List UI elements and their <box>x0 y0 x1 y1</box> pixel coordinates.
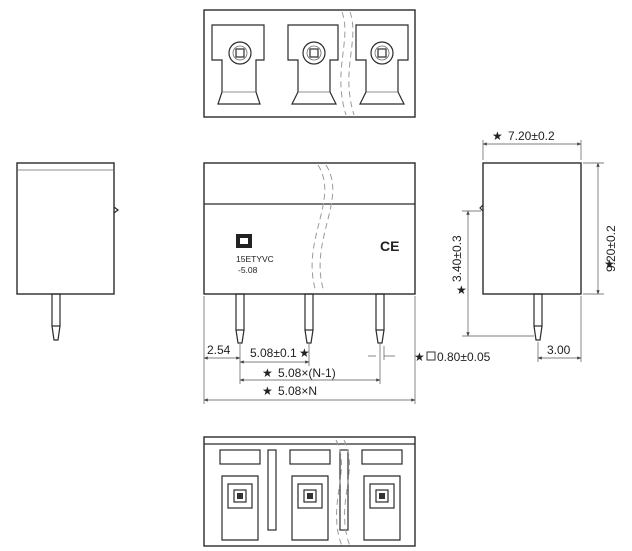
dim-pitch-n1-label: 5.08×(N-1) <box>278 366 336 380</box>
dim-offset-label: 2.54 <box>207 343 231 357</box>
dim-pin-size-label: 0.80±0.05 <box>437 350 491 364</box>
front-pins <box>235 293 385 344</box>
bottom-view <box>203 436 416 547</box>
side-dimensions: ★ 7.20±0.2 9.20±0.2 ★ 3.40±0.3 ★ 3.00 <box>450 129 618 362</box>
bottom-terminal-3 <box>363 475 401 541</box>
dim-side-height-label: 9.20±0.2 <box>604 225 618 272</box>
star-icon: ★ <box>299 346 310 360</box>
star-icon: ★ <box>262 366 273 380</box>
top-terminal-2 <box>287 24 339 105</box>
dim-pitch-label: 5.08±0.1 <box>250 346 297 360</box>
dim-pin-height-label: 3.40±0.3 <box>450 235 464 282</box>
front-dimensions: 2.54 5.08±0.1 ★ ★ 5.08×(N-1) ★ 5.08×N ★ … <box>203 296 491 404</box>
model-label-line2: -5.08 <box>238 265 258 275</box>
bottom-terminal-1 <box>221 475 259 541</box>
star-icon: ★ <box>262 384 273 398</box>
model-label-line1: 15ETYVC <box>236 254 274 264</box>
star-icon: ★ <box>604 257 615 271</box>
star-icon: ★ <box>492 129 503 143</box>
dim-length-n-label: 5.08×N <box>278 384 317 398</box>
right-side-view <box>479 162 582 341</box>
top-terminal-1 <box>211 24 265 105</box>
star-icon: ★ <box>414 350 425 364</box>
left-side-view <box>16 162 119 341</box>
bottom-terminal-2 <box>291 475 329 541</box>
ce-mark: CE <box>380 238 399 254</box>
dim-side-width-label: 7.20±0.2 <box>508 129 555 143</box>
front-view: 15ETYVC -5.08 CE <box>203 162 416 344</box>
dim-pin-offset-label: 3.00 <box>547 343 571 357</box>
top-terminal-3 <box>355 24 409 105</box>
top-view <box>203 9 416 118</box>
star-icon: ★ <box>456 283 467 297</box>
square-icon <box>426 351 436 361</box>
